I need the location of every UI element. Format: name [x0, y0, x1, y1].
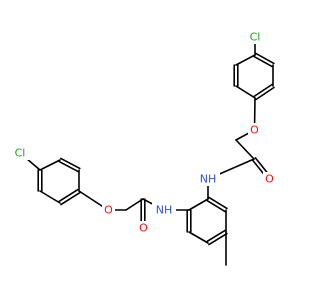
bond-r1-r2-2	[60, 191, 81, 206]
atom-nh-left-label: NH	[156, 204, 173, 217]
structure-diagram: Cl O O NH Cl O O NH	[10, 30, 276, 266]
bond-a4-a5	[235, 85, 256, 99]
atom-o-carbonyl-upper-label: O	[265, 173, 274, 186]
bond-r5-r6-1	[58, 160, 79, 173]
bond-c2-ch2b	[125, 198, 144, 211]
bond-b3-b4-1	[206, 229, 226, 243]
atom-o-carbonyl-left-label: O	[139, 222, 148, 235]
bond-b4-b5	[188, 231, 209, 244]
atom-o-ether-left-label: O	[104, 204, 113, 217]
atom-cl-upper: Cl	[245, 30, 265, 44]
atom-label-layer: Cl O O NH Cl O O NH	[10, 30, 276, 235]
atom-cl-upper-label: Cl	[250, 31, 261, 44]
bond-ch2a-c1	[235, 139, 255, 160]
atom-nh-upper: NH	[196, 172, 220, 186]
atom-cl-left-label: Cl	[15, 147, 26, 160]
atom-cl-left: Cl	[10, 146, 30, 160]
atom-o-ether-upper-label: O	[250, 124, 259, 137]
bond-r1-r2-1	[58, 188, 79, 203]
bond-a3-a4-2	[255, 86, 275, 101]
bond-b3-b4-2	[208, 232, 228, 246]
atom-o-carbonyl-left: O	[137, 221, 150, 235]
bond-r4-r5	[39, 159, 61, 171]
bond-a1-a2-2	[255, 52, 275, 65]
bond-a1-a2-1	[253, 55, 273, 68]
atom-o-ether-upper: O	[248, 123, 261, 137]
atom-o-ether-left: O	[102, 203, 115, 217]
bond-b6-b1	[188, 198, 209, 211]
bond-b1-b2-2	[208, 196, 228, 210]
bond-r2-r3	[39, 190, 61, 204]
atom-nh-left: NH	[152, 203, 176, 217]
bond-a6-a1	[235, 54, 256, 66]
bond-b1-b2-1	[206, 199, 226, 213]
atom-nh-upper-label: NH	[200, 173, 217, 186]
bond-a3-a4-1	[253, 83, 273, 98]
bond-r5-r6-2	[60, 157, 81, 170]
atom-o-carbonyl-upper: O	[263, 172, 276, 186]
